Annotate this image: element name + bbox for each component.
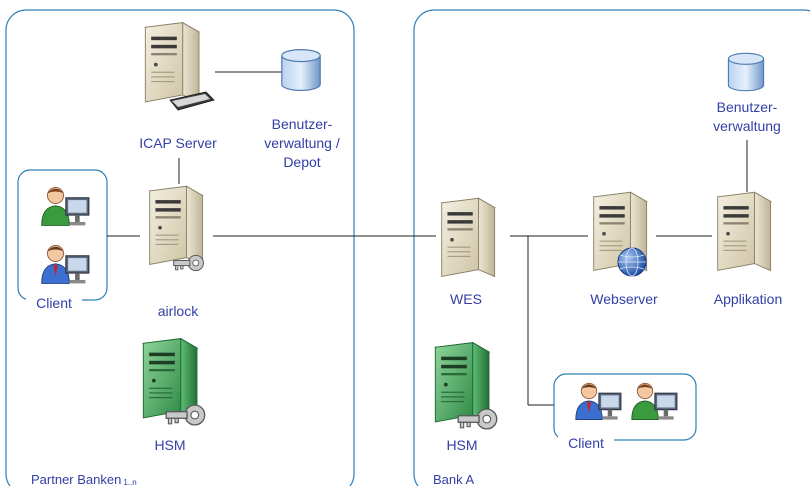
db-left-label-line-1: Benutzer- — [271, 116, 333, 132]
zone-partner-name: Partner Banken — [31, 472, 122, 487]
zone-bank-a — [413, 9, 810, 486]
db-right-label: Benutzer- verwaltung — [700, 98, 794, 136]
zone-bank-label: Bank A — [430, 472, 478, 488]
icap-server-label: ICAP Server — [139, 135, 217, 151]
db-right-icon — [727, 52, 765, 92]
client-right-label: Client — [558, 434, 614, 453]
db-left-label-line-3: Depot — [283, 154, 321, 170]
db-right-label-line-2: verwaltung — [713, 118, 781, 134]
wes-label: WES — [450, 291, 482, 307]
applikation-label: Applikation — [713, 291, 783, 307]
wes-server-icon — [441, 197, 496, 278]
db-left-label-line-2: verwaltung / — [264, 135, 340, 151]
globe-icon — [617, 247, 647, 277]
keyboard-icon — [169, 91, 215, 111]
db-left-icon — [281, 48, 321, 92]
zone-partner-suffix: 1..n — [123, 478, 137, 487]
icap-server-icon — [144, 22, 200, 103]
hsm-left-server-icon — [142, 338, 198, 419]
applikation-server-icon — [717, 191, 772, 272]
client-left-label: Client — [26, 294, 82, 313]
db-left-label: Benutzer- verwaltung / Depot — [258, 115, 346, 172]
airlock-server-icon — [149, 185, 204, 266]
zone-partner-banken — [5, 9, 355, 486]
db-right-label-line-1: Benutzer- — [716, 99, 778, 115]
webserver-label: Webserver — [590, 291, 658, 307]
airlock-label: airlock — [157, 303, 199, 319]
hsm-right-server-icon — [434, 342, 490, 423]
hsm-right-label: HSM — [446, 437, 478, 453]
hsm-left-label: HSM — [154, 437, 186, 453]
